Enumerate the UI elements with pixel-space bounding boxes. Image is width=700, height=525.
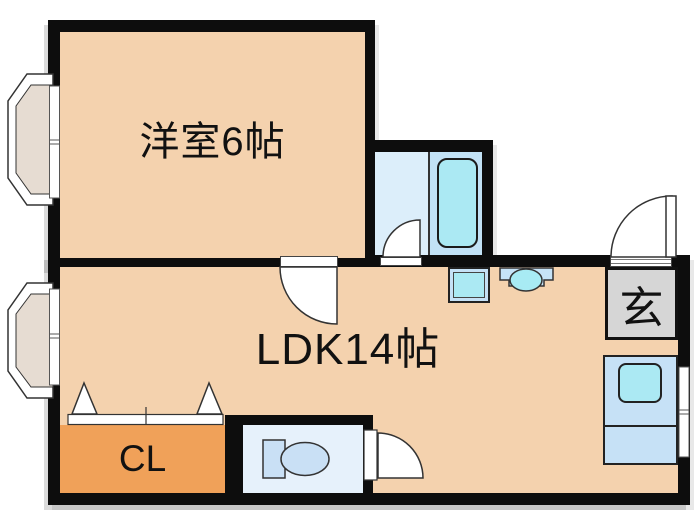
entrance-area: 玄: [605, 267, 678, 340]
counter-divider: [605, 425, 676, 427]
closet-label: CL: [118, 438, 167, 479]
closet: CL: [60, 425, 225, 493]
entrance-label: 玄: [619, 283, 664, 333]
bathtub-icon: [437, 158, 478, 248]
western-room-label: 洋室6帖: [139, 120, 286, 164]
kitchen-counter: [603, 355, 678, 465]
entrance-door-sill: [610, 255, 672, 267]
bathroom-door-threshold: [380, 257, 422, 266]
washer-pan-icon: [448, 267, 490, 303]
kitchen-sink-icon: [618, 363, 662, 403]
toilet-room: [243, 425, 363, 493]
western-room: [60, 32, 365, 258]
entrance-door: [610, 195, 677, 258]
western-door-threshold: [280, 256, 338, 267]
ldk-label: LDK14帖: [255, 325, 441, 374]
washer-pan-inner: [453, 272, 485, 298]
